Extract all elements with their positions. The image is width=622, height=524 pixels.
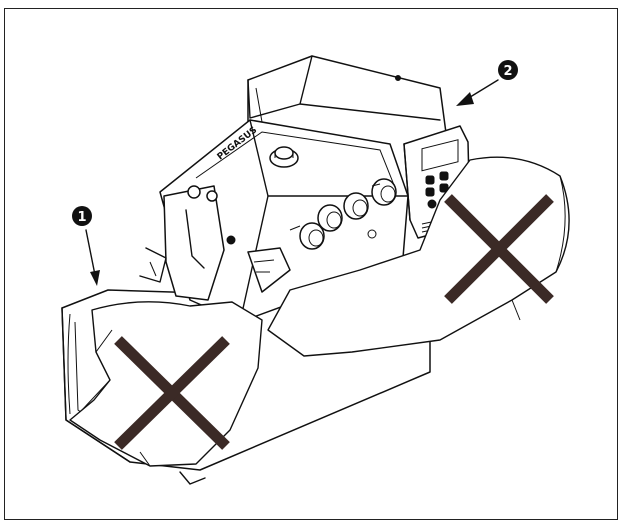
cross-icon — [114, 336, 230, 450]
figure-frame — [4, 8, 618, 520]
hand-icon — [267, 156, 570, 357]
callout-2: 2 — [456, 60, 518, 106]
callout-1: 1 — [72, 206, 100, 286]
callout-2-label: 2 — [503, 64, 512, 79]
machine-head: PEGASUS — [139, 119, 409, 323]
cross-icon — [444, 194, 554, 304]
callout-1-label: 1 — [77, 210, 86, 225]
tension-dials — [289, 178, 397, 250]
